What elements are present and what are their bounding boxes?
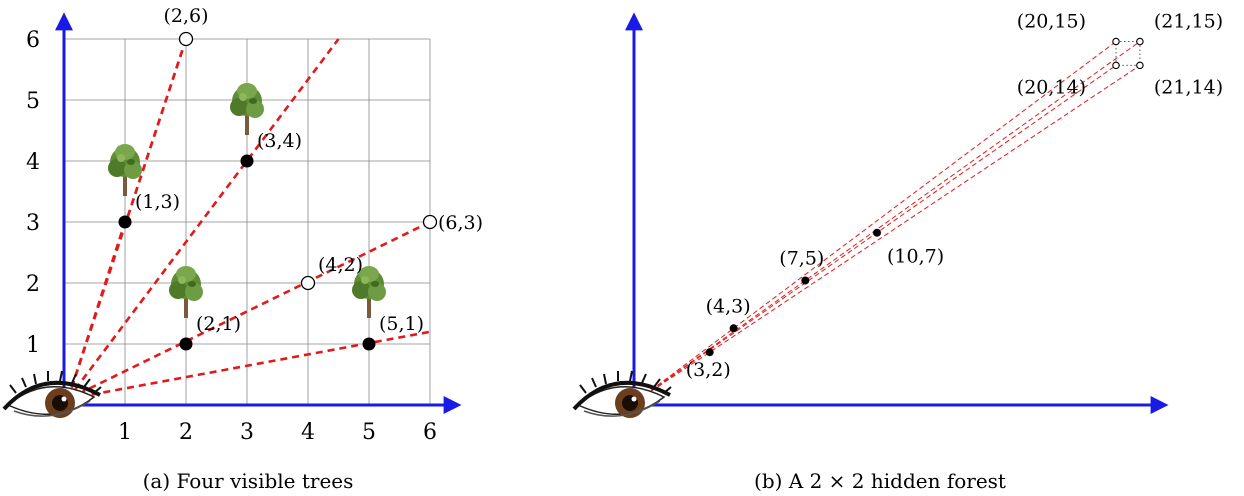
hidden-point [178,31,194,47]
x-tick-label: 4 [301,420,315,445]
x-tick-label: 5 [362,420,376,445]
y-tick-label: 5 [26,89,40,114]
point-label: (3,4) [257,130,302,152]
point-label: (20,14) [1017,76,1086,98]
visible-tree-point [179,337,193,351]
blocking-point [801,276,810,285]
point-label: (6,3) [438,212,483,234]
sight-line [637,41,1141,401]
hidden-forest-corner [1136,61,1144,70]
point-label: (5,1) [379,313,424,335]
point-label: (20,15) [1017,11,1086,33]
blocking-point [729,324,738,333]
x-tick-label: 1 [118,420,132,445]
ticks-a: 1 2 3 4 5 6 1 2 3 4 5 6 [26,28,437,445]
panel-a: 1 2 3 4 5 6 1 2 3 4 5 6 (1,3) (3,4) (2,1) (5,1) (2,6) (4… [2,5,483,493]
blocking-point [705,348,714,357]
tree-icon [230,83,264,135]
hidden-forest-corner [1136,37,1144,46]
sight-line [66,38,340,400]
hidden-point [422,214,438,230]
visible-tree-point [362,337,376,351]
points-a: (1,3) (3,4) (2,1) (5,1) (2,6) (4,2) (6,3) [118,5,483,351]
y-tick-label: 3 [26,211,40,236]
x-tick-label: 6 [423,420,437,445]
visible-tree-point [118,215,132,229]
hidden-forest-corner [1112,61,1120,70]
y-tick-label: 1 [26,333,40,358]
sight-line [637,41,1117,401]
eye-icon [572,369,673,420]
point-label: (4,3) [706,295,751,317]
blocking-point [873,228,881,237]
hidden-forest-corner [1112,37,1120,46]
point-label: (2,6) [163,5,208,27]
y-tick-label: 2 [26,272,40,297]
sight-line [67,220,431,401]
point-label: (21,14) [1154,76,1223,98]
point-label: (3,2) [686,359,731,381]
point-label: (21,15) [1154,11,1223,33]
visible-tree-point [240,154,254,168]
point-label: (2,1) [196,313,241,335]
x-tick-label: 2 [179,420,193,445]
tree-icon [169,266,203,318]
point-label: (4,2) [318,254,363,276]
sight-line [67,330,431,401]
hidden-point [300,275,316,291]
sight-line [637,64,1141,401]
point-label: (10,7) [887,246,944,268]
caption-a: (a) Four visible trees [143,469,354,493]
y-tick-label: 6 [26,28,40,53]
sight-lines-a [66,38,431,401]
caption-b: (b) A 2 × 2 hidden forest [754,469,1006,493]
y-tick-label: 4 [26,150,40,175]
points-b: (3,2) (4,3) (7,5) (10,7) (20,15) (21,15) (20,1… [686,11,1223,382]
sight-line [66,38,188,400]
x-tick-label: 3 [240,420,254,445]
point-label: (7,5) [779,248,824,270]
point-label: (1,3) [135,191,180,213]
eye-icon [2,369,103,420]
panel-b: (3,2) (4,3) (7,5) (10,7) (20,15) (21,15) (20,1… [572,11,1223,493]
